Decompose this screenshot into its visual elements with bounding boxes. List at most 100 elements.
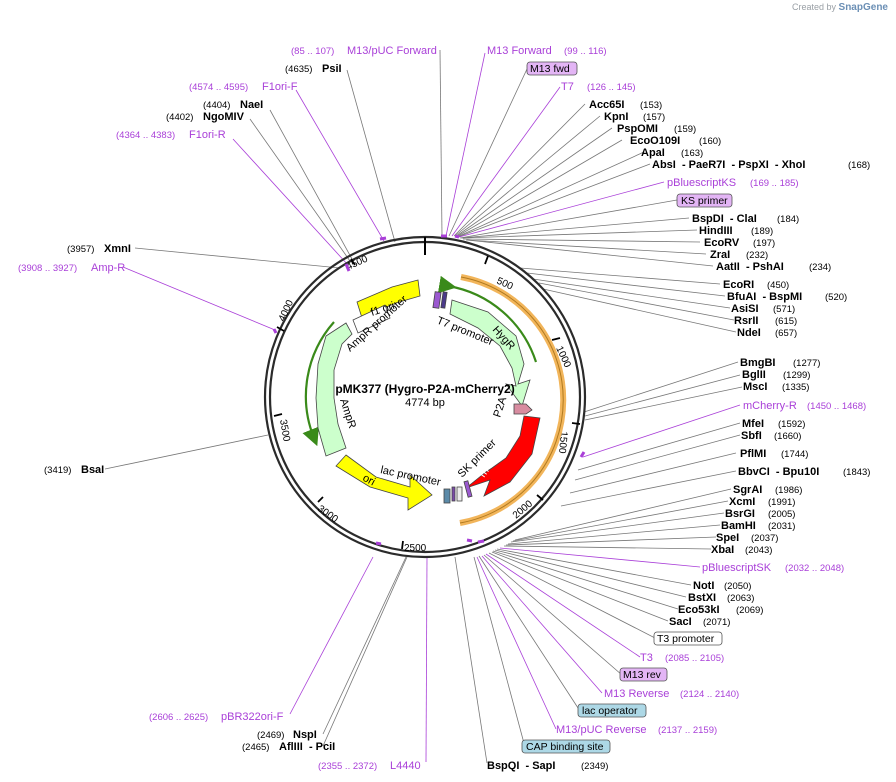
plasmid-name: pMK377 (Hygro-P2A-mCherry2) (335, 382, 514, 396)
name-f1ori-f: F1ori-F (262, 81, 298, 93)
pos-bstxi: (2063) (727, 593, 754, 604)
feature-p2a (513, 403, 533, 415)
name-pspomi: PspOMI (617, 123, 658, 135)
name-msci: MscI (743, 381, 767, 393)
pos-mcherry-r: (1450 .. 1468) (807, 401, 866, 412)
name-bspdi-clai: BspDI - ClaI (692, 213, 757, 225)
pos-ecori: (450) (767, 280, 789, 291)
pos-eco53ki: (2069) (736, 605, 763, 616)
tick-4000: 4000 (277, 298, 297, 323)
name-spei: SpeI (716, 532, 739, 544)
brand-name: SnapGene (838, 2, 888, 13)
label-boxes (521, 61, 733, 754)
pos-sbfi: (1660) (774, 431, 801, 442)
primer-marks (272, 234, 586, 546)
name-xbai: XbaI (711, 544, 734, 556)
feature-t7-promoter-mark (432, 291, 442, 309)
tick-3000: 3000 (315, 503, 340, 525)
pos-aatii-pshai: (234) (809, 262, 831, 273)
name-kpni: KpnI (604, 111, 628, 123)
pos-bsai: (3419) (44, 465, 71, 476)
name-bstxi: BstXI (688, 592, 716, 604)
pos-saci: (2071) (703, 617, 730, 628)
name-amp-r: Amp-R (91, 262, 125, 274)
name-hindiii: HindIII (699, 225, 733, 237)
pos-xcmi: (1991) (768, 497, 795, 508)
name-bsai: BsaI (81, 464, 104, 476)
pos-pbluescriptks: (169 .. 185) (750, 178, 799, 189)
tick-3500: 3500 (277, 419, 292, 443)
name-sbfi: SbfI (741, 430, 762, 442)
feature-ori (335, 454, 433, 511)
hygr-green-arc (437, 275, 538, 363)
name-mcherry-r: mCherry-R (743, 400, 797, 412)
pos-ngomiv: (4402) (166, 112, 193, 123)
pos-m13puc-reverse: (2137 .. 2159) (658, 725, 717, 736)
label-ori: ori (361, 472, 377, 488)
brand-created-by: Created by (791, 2, 837, 12)
name-psii: PsiI (322, 63, 342, 75)
name-m13puc-forward: M13/pUC Forward (347, 45, 437, 57)
pos-bamhi: (2031) (768, 521, 795, 532)
pos-rsrii: (615) (775, 316, 797, 327)
name-cap-binding-site: CAP binding site (526, 741, 604, 753)
leader-lines (104, 49, 743, 764)
name-bbvci-bpu10i: BbvCI - Bpu10I (738, 466, 819, 478)
pos-bspdi-clai: (184) (777, 214, 799, 225)
pos-m13-forward: (99 .. 116) (564, 46, 607, 57)
pos-f1ori-f: (4574 .. 4595) (189, 82, 248, 93)
pos-pflmi: (1744) (781, 449, 808, 460)
pos-ecoo109i: (160) (699, 136, 721, 147)
pos-bbvci-bpu10i: (1843) (843, 467, 870, 478)
name-sgrai: SgrAI (733, 484, 762, 496)
pos-nspi: (2469) (257, 730, 284, 741)
pos-bspqi-sapi: (2349) (581, 761, 608, 772)
pos-spei: (2037) (751, 533, 778, 544)
name-ks-primer: KS primer (681, 195, 728, 207)
site-labels-left: (3957) XmnI (3908 .. 3927) Amp-R (3419) … (18, 243, 421, 772)
name-m13-rev: M13 rev (623, 669, 662, 681)
feature-mcherry2 (465, 415, 541, 497)
position-ticks (273, 255, 581, 550)
name-ngomiv: NgoMIV (203, 111, 245, 123)
plasmid-size: 4774 bp (405, 397, 445, 409)
feature-sk-mark (463, 480, 473, 498)
feature-hygr (449, 299, 531, 407)
name-pbluescriptks: pBluescriptKS (667, 177, 736, 189)
name-bfuai-bspmi: BfuAI - BspMI (727, 291, 802, 303)
pos-afliii-pcii: (2465) (242, 742, 269, 753)
name-eco53ki: Eco53kI (678, 604, 720, 616)
name-afliii-pcii: AflIII - PciI (279, 741, 335, 753)
name-lac-operator: lac operator (582, 705, 638, 717)
name-noti: NotI (693, 580, 714, 592)
pos-xbai: (2043) (745, 545, 772, 556)
pos-t7: (126 .. 145) (587, 82, 636, 93)
name-aatii-pshai: AatII - PshAI (716, 261, 784, 273)
name-zrai: ZraI (710, 249, 730, 261)
pos-l4440: (2355 .. 2372) (318, 761, 377, 772)
name-acc65i: Acc65I (589, 99, 624, 111)
name-ndei: NdeI (737, 327, 761, 339)
name-ecori: EcoRI (723, 279, 754, 291)
name-m13-fwd: M13 fwd (530, 63, 570, 75)
pos-sgrai: (1986) (775, 485, 802, 496)
feature-ampr-promoter (352, 304, 391, 334)
features (315, 279, 541, 511)
name-bamhi: BamHI (721, 520, 756, 532)
name-xmni: XmnI (104, 243, 131, 255)
pos-bsrgi: (2005) (768, 509, 795, 520)
pos-acc65i: (153) (640, 100, 662, 111)
pos-zrai: (232) (746, 250, 768, 261)
pos-mfei: (1592) (778, 419, 805, 430)
name-m13-forward: M13 Forward (487, 45, 552, 57)
pos-hindiii: (189) (751, 226, 773, 237)
name-naei: NaeI (240, 99, 263, 111)
pos-amp-r: (3908 .. 3927) (18, 263, 77, 274)
name-saci: SacI (669, 616, 692, 628)
name-l4440: L4440 (390, 760, 421, 772)
name-bsrgi: BsrGI (725, 508, 755, 520)
name-mfei: MfeI (742, 418, 764, 430)
name-apai: ApaI (641, 147, 665, 159)
name-xcmi: XcmI (729, 496, 755, 508)
pos-pbluescriptsk: (2032 .. 2048) (785, 563, 844, 574)
